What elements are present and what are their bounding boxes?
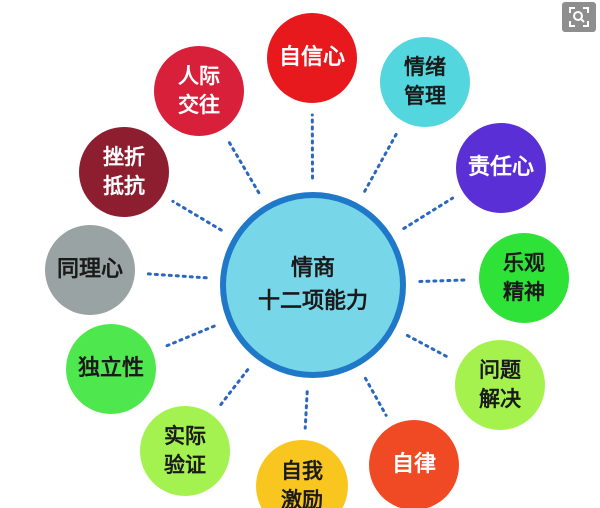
skill-node-problem-solving: 问题解决 [455, 340, 545, 430]
connector-practical-verification [218, 368, 250, 408]
skill-label-line: 验证 [164, 453, 206, 477]
connector-responsibility [402, 196, 455, 230]
connector-social-interaction [226, 138, 261, 195]
skill-label-line: 激励 [281, 488, 323, 508]
skill-label-line: 责任心 [467, 155, 534, 180]
skill-node-self-discipline: 自律 [369, 420, 459, 508]
connector-empathy [145, 272, 208, 280]
skill-node-independence: 独立性 [66, 324, 156, 414]
skill-label-line: 解决 [479, 387, 521, 411]
skill-node-self-motivation: 自我激励 [256, 440, 348, 508]
skill-label-line: 精神 [503, 280, 545, 304]
skill-node-social-interaction: 人际交往 [154, 46, 244, 136]
skill-label-line: 同理心 [56, 257, 123, 282]
skill-label-line: 独立性 [77, 356, 144, 381]
connector-problem-solving [405, 334, 452, 360]
skill-label-line: 问题 [479, 358, 521, 382]
skill-label-line: 交往 [178, 93, 220, 117]
center-node: 情商 十二项能力 [220, 192, 406, 378]
connector-optimism [418, 278, 469, 283]
skill-node-practical-verification: 实际验证 [140, 406, 230, 496]
skill-label-line: 自我 [281, 459, 323, 483]
skill-label-line: 管理 [404, 84, 446, 108]
skill-node-optimism: 乐观精神 [479, 233, 569, 323]
skill-label-line: 挫折 [103, 145, 145, 169]
center-title-line-2: 十二项能力 [257, 289, 368, 314]
connector-self-discipline [363, 376, 388, 417]
skill-node-confidence: 自信心 [267, 13, 357, 103]
skill-label-line: 自律 [391, 452, 436, 477]
zoom-button[interactable] [562, 2, 596, 32]
zoom-icon [569, 7, 589, 27]
connector-independence [162, 324, 216, 349]
skill-node-responsibility: 责任心 [456, 123, 546, 213]
skill-label-line: 自信心 [278, 45, 345, 70]
skill-label-line: 人际 [178, 64, 220, 88]
skill-node-emotion-management: 情绪管理 [380, 37, 470, 127]
connector-frustration-resistance [171, 199, 223, 232]
center-title-line-1: 情商 [290, 256, 335, 281]
skill-node-empathy: 同理心 [45, 225, 135, 315]
connector-emotion-management [363, 130, 399, 193]
skill-label-line: 抵抗 [103, 174, 145, 198]
skill-node-frustration-resistance: 挫折抵抗 [79, 127, 169, 217]
skill-label-line: 情绪 [404, 55, 446, 79]
skill-label-line: 实际 [164, 424, 206, 448]
connector-self-motivation [303, 390, 309, 430]
skill-label-line: 乐观 [503, 251, 545, 275]
